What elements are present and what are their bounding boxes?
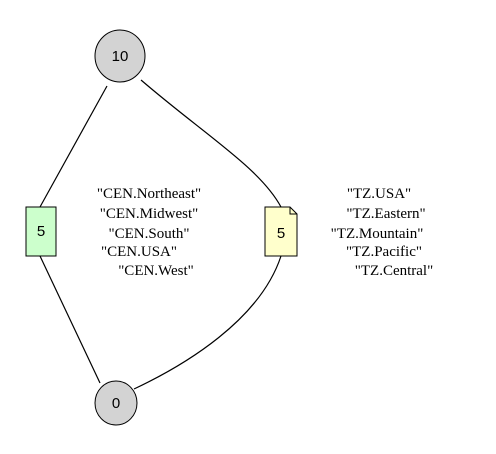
right-label-line: "TZ.Mountain" [331, 226, 424, 242]
node-bottom-circle [94, 380, 138, 426]
edge-left-bottom [39, 255, 101, 384]
right-label-group: "TZ.USA" "TZ.Eastern" "TZ.Mountain" "TZ.… [331, 186, 434, 279]
node-left-label: 5 [37, 223, 45, 240]
node-left-box [25, 206, 57, 257]
right-label-line: "TZ.Pacific" [346, 244, 422, 260]
left-label-line: "CEN.USA" [101, 244, 177, 260]
node-left[interactable]: 5 [25, 206, 57, 257]
right-label-line: "TZ.USA" [347, 186, 411, 202]
node-top-circle [94, 29, 146, 83]
node-right-label: 5 [277, 225, 285, 242]
edge-top-left [39, 85, 108, 208]
node-right-note [264, 206, 298, 257]
right-label-line: "TZ.Eastern" [346, 206, 425, 222]
node-top-label: 10 [112, 48, 129, 65]
edge-top-right [140, 79, 282, 208]
node-top[interactable]: 10 [94, 29, 146, 83]
left-label-line: "CEN.Northeast" [97, 186, 201, 202]
note-fold-icon [289, 207, 297, 215]
node-right[interactable]: 5 [264, 206, 298, 257]
node-bottom[interactable]: 0 [94, 380, 138, 426]
left-label-line: "CEN.West" [118, 263, 194, 279]
left-label-line: "CEN.Midwest" [100, 206, 199, 222]
edge-right-bottom [133, 255, 282, 390]
left-label-line: "CEN.South" [108, 226, 189, 242]
node-bottom-label: 0 [112, 395, 120, 412]
left-label-group: "CEN.Northeast" "CEN.Midwest" "CEN.South… [97, 186, 201, 279]
right-label-line: "TZ.Central" [355, 263, 433, 279]
